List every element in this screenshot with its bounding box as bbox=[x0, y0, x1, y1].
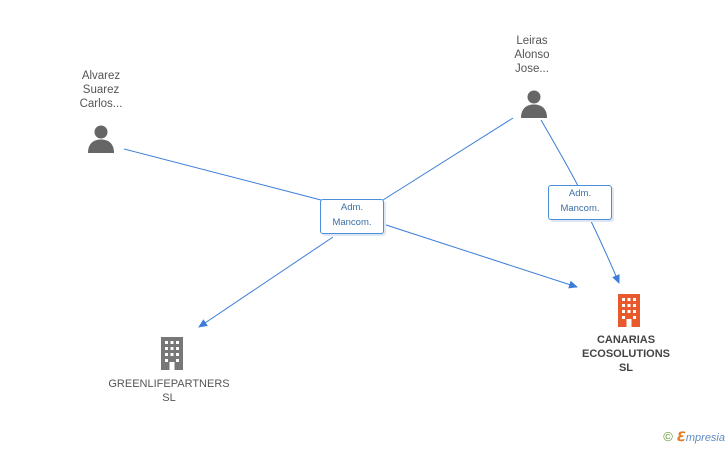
company-name-line: CANARIAS bbox=[596, 334, 656, 346]
person-name-line: Suarez bbox=[82, 84, 120, 96]
footer-brand: ©ℇmpresia bbox=[663, 429, 725, 445]
edge-leiras-to-rel bbox=[382, 117, 514, 201]
brand-name: mpresia bbox=[685, 432, 725, 444]
person-name-line: Carlos... bbox=[79, 98, 123, 110]
person-icon[interactable] bbox=[86, 123, 116, 153]
relation-label-line: Mancom. bbox=[560, 203, 600, 214]
person-icon[interactable] bbox=[519, 88, 549, 118]
building-icon[interactable] bbox=[157, 336, 187, 370]
relation-box-adm-mancom[interactable]: Adm. Mancom. bbox=[320, 199, 384, 234]
person-name-line: Alonso bbox=[514, 49, 550, 61]
company-name-line: ECOSOLUTIONS bbox=[581, 348, 670, 360]
company-label-canarias: CANARIAS ECOSOLUTIONS SL bbox=[566, 333, 686, 375]
edge-rel-to-canarias bbox=[382, 223, 578, 289]
person-name-line: Alvarez bbox=[81, 70, 121, 82]
relation-label-line: Adm. bbox=[340, 202, 364, 213]
relation-label-line: Mancom. bbox=[332, 217, 372, 228]
relation-label-line: Adm. bbox=[568, 188, 592, 199]
person-label-leiras: Leiras Alonso Jose... bbox=[487, 34, 577, 76]
company-name-line: SL bbox=[618, 362, 634, 374]
relation-box-adm-mancom[interactable]: Adm. Mancom. bbox=[548, 185, 612, 220]
edge-alvarez-to-rel bbox=[123, 148, 322, 201]
edge-rel2-to-canarias bbox=[589, 218, 620, 284]
copyright-icon: © bbox=[663, 429, 673, 444]
company-name-line: SL bbox=[162, 392, 176, 404]
person-label-alvarez: Alvarez Suarez Carlos... bbox=[56, 69, 146, 111]
person-name-line: Leiras bbox=[516, 35, 548, 47]
company-name-line: GREENLIFEPARTNERS bbox=[108, 378, 230, 390]
building-icon[interactable] bbox=[614, 293, 644, 327]
person-name-line: Jose... bbox=[515, 63, 549, 75]
edge-leiras-to-canarias bbox=[540, 119, 579, 187]
company-label-greenlife: GREENLIFEPARTNERS SL bbox=[99, 377, 239, 405]
edge-rel-to-greenlife bbox=[198, 236, 334, 328]
brand-logo-letter: ℇ bbox=[676, 429, 686, 444]
